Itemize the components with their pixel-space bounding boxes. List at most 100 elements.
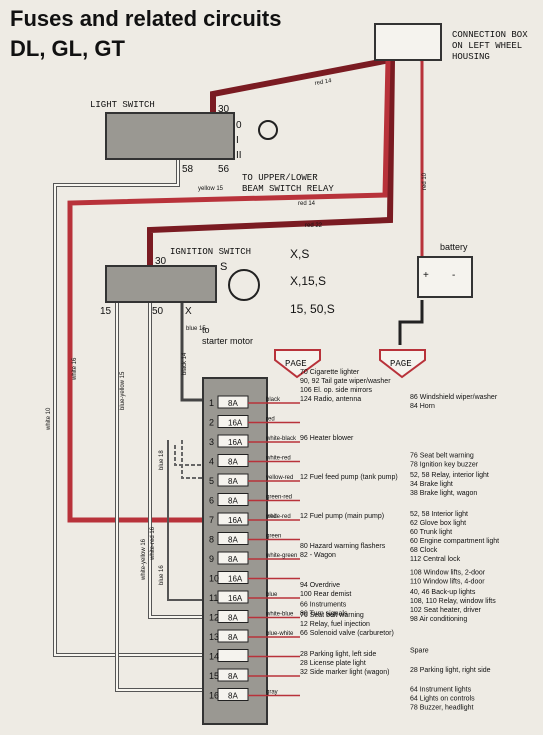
fuse-circuit-right: 98 Air conditioning <box>410 616 467 623</box>
fuse-number: 4 <box>209 457 214 467</box>
fuse-circuit-right: 86 Windshield wiper/washer <box>410 394 498 401</box>
main-red-cable <box>210 50 393 115</box>
fuse-wire-color: red <box>266 417 275 423</box>
fuse-rating: 16A <box>228 575 243 584</box>
battery-label: battery <box>440 242 468 252</box>
light-switch-note-line2: BEAM SWITCH RELAY <box>242 184 334 194</box>
fuse-15 <box>217 668 249 682</box>
ignition-key-label: S <box>220 261 227 273</box>
light-switch-terminal-58: 58 <box>182 164 194 175</box>
fuse-circuit-right: 102 Seat heater, driver <box>410 607 481 614</box>
fuse-14 <box>217 649 249 662</box>
blue-dashed-wire <box>174 445 205 466</box>
fuse-8 <box>217 532 249 545</box>
fuse-circuit-right: 78 Buzzer, headlight <box>410 705 473 712</box>
white-wire-2-inner <box>116 302 205 691</box>
wire-label-blueyellow15: blue-yellow 15 <box>120 371 126 410</box>
fuse-number: 13 <box>209 632 219 642</box>
wire-label-blue16: blue 16 <box>159 565 165 585</box>
fuse-rating: 16A <box>228 438 243 447</box>
light-switch-body <box>105 112 235 160</box>
fuse-circuit-right: 60 Engine compartment light <box>410 538 499 545</box>
fuse-4 <box>217 454 249 467</box>
page-label-right: PAGE <box>390 359 412 369</box>
fuse-wire-color: white-green <box>265 553 297 559</box>
fuse-circuit-right: 68 Clock <box>410 547 438 554</box>
fuse-number: 3 <box>209 437 214 447</box>
fuse-circuit-left: 94 Overdrive <box>300 582 340 589</box>
page-arrow-left <box>274 349 321 379</box>
light-switch-label: LIGHT SWITCH <box>90 100 155 110</box>
fuse-circuit-right: 108, 110 Relay, window lifts <box>410 598 496 605</box>
wire-label-red: red <box>268 514 277 520</box>
fuse-circuit-left: 82 - Wagon <box>300 552 336 559</box>
fuse-circuit-left: 100 Rear demist <box>300 591 351 598</box>
fuse-wire-color: green-red <box>266 495 292 501</box>
fuse-circuit-left: 90, 92 Tail gate wiper/washer <box>300 378 391 385</box>
diagram-title-line2: DL, GL, GT <box>10 36 125 61</box>
fuse-circuit-right: Spare <box>410 648 429 655</box>
fuse-wire-color: blue-white <box>266 631 294 637</box>
fuse-wire-color: white-blue <box>265 612 294 618</box>
fuse-circuit-left: 12 Fuel feed pump (tank pump) <box>300 474 398 481</box>
fuse-wire-color: white-red <box>265 456 291 462</box>
wire-label-blue15: blue 15 <box>186 326 206 332</box>
wire-label-whitered16: white-red 16 <box>150 526 156 561</box>
fuse-circuit-left: 66 Solenoid valve (carburetor) <box>300 630 394 637</box>
ignition-terminal-x: X <box>185 306 192 317</box>
fuse-16 <box>217 688 249 701</box>
fuse-circuit-right: 40, 46 Back-up lights <box>410 589 476 596</box>
fuse-circuit-right: 28 Parking light, right side <box>410 667 491 674</box>
ignition-switch-label: IGNITION SWITCH <box>170 247 251 257</box>
fuse-circuit-right: 64 Instrument lights <box>410 687 472 694</box>
fuse-rating: 16A <box>228 516 243 525</box>
blue-wire <box>167 440 205 601</box>
fuse-rating: 8A <box>228 633 238 642</box>
fuse-number: 11 <box>209 593 218 603</box>
fuse-number: 7 <box>209 515 214 525</box>
fuse-rating: 16A <box>228 419 243 428</box>
white-wire-3-inner <box>149 302 205 618</box>
fuse-circuit-left: 76 Seat belt warning <box>300 612 364 619</box>
diagram-title-line1: Fuses and related circuits <box>10 6 282 31</box>
connection-box-label-line3: HOUSING <box>452 52 490 62</box>
fuse-circuit-left: 96 Heater blower <box>300 435 354 442</box>
white-wire-1 <box>53 160 205 657</box>
fuse-number: 14 <box>209 652 219 662</box>
ignition-position-2: X,15,S <box>290 274 326 288</box>
fuse-number: 2 <box>209 418 214 428</box>
light-switch-position-1: I <box>236 135 239 146</box>
fuse-13 <box>217 629 249 643</box>
page-label-left: PAGE <box>285 359 307 369</box>
fuse-rating: 8A <box>228 536 238 545</box>
fuse-10 <box>217 571 249 584</box>
white-wire-2 <box>115 302 205 692</box>
black-wire <box>180 302 205 402</box>
headlight-icon <box>258 120 278 140</box>
battery-red-cable <box>399 53 424 268</box>
fuse-circuit-right: 52, 58 Interior light <box>410 511 468 518</box>
fuse-number: 16 <box>209 691 219 701</box>
fuse-rating: 8A <box>228 458 238 467</box>
wire-label-red14-mid: red 14 <box>298 201 316 207</box>
fuse-11 <box>217 590 249 604</box>
fuse-circuit-right: 52, 58 Relay, interior light <box>410 472 489 479</box>
fuse-number: 6 <box>209 496 214 506</box>
fuse-rating: 8A <box>228 614 238 623</box>
fuse-rating: 8A <box>228 399 238 408</box>
fuse-rating: 8A <box>228 497 238 506</box>
fuse-circuit-right: 84 Horn <box>410 403 435 410</box>
fuse-2 <box>217 415 249 428</box>
fuse-rating: 8A <box>228 555 238 564</box>
fuse-5 <box>217 473 249 487</box>
fuse-number: 1 <box>209 398 214 408</box>
fuse-3 <box>217 434 249 448</box>
battery-minus: - <box>452 270 455 281</box>
red22-cable <box>147 59 395 268</box>
fuse-circuit-left: 28 License plate light <box>300 660 366 667</box>
fuse-circuit-right: 78 Ignition key buzzer <box>410 462 479 469</box>
wire-label-yellow15: yellow 15 <box>198 186 224 192</box>
fuse-9 <box>217 551 249 565</box>
ignition-terminal-50: 50 <box>152 306 164 317</box>
wire-label-black14: black 14 <box>182 352 188 375</box>
